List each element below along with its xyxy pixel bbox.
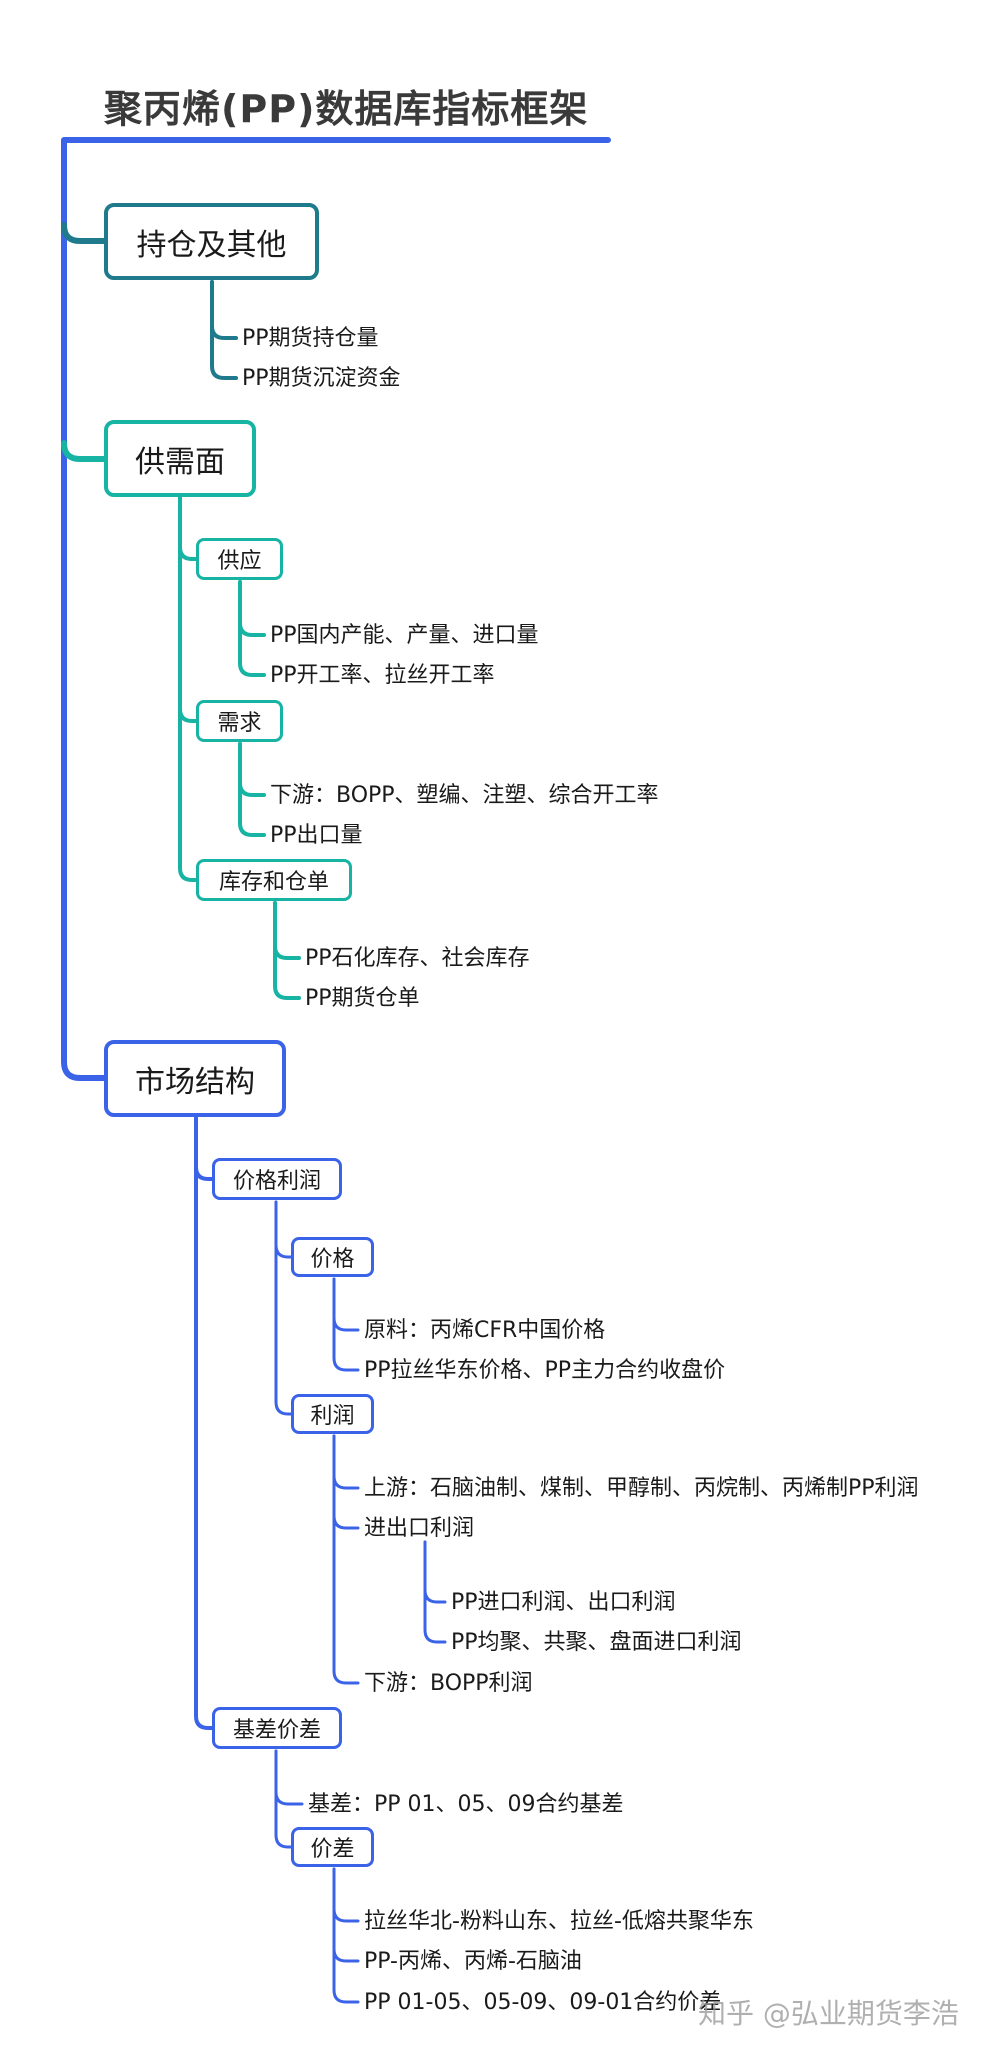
node-profit: 利润 [291, 1394, 374, 1434]
leaf-holding-2: PP期货沉淀资金 [242, 366, 401, 391]
market-to-price-profit [194, 1116, 214, 1181]
inventory-leaf-1 [273, 901, 301, 960]
node-demand: 需求 [196, 700, 283, 742]
ie-leaf-2 [423, 1540, 447, 1644]
main-trunk [61, 137, 611, 1081]
leaf-inventory-2: PP期货仓单 [305, 986, 420, 1011]
leaf-profit-downstream: 下游：BOPP利润 [364, 1671, 533, 1696]
node-supply-demand: 供需面 [104, 420, 256, 497]
profit-downstream [332, 1434, 360, 1685]
demand-leaf-2 [238, 742, 266, 837]
leaf-holding-1: PP期货持仓量 [242, 326, 379, 351]
holding-leaf-2 [210, 280, 238, 380]
sd-to-demand [178, 496, 198, 723]
leaf-price-2: PP拉丝华东价格、PP主力合约收盘价 [364, 1358, 726, 1383]
node-price: 价格 [291, 1237, 374, 1277]
leaf-inventory-1: PP石化库存、社会库存 [305, 946, 530, 971]
leaf-supply-1: PP国内产能、产量、进口量 [270, 623, 539, 648]
spread-leaf-3 [332, 1867, 360, 2004]
holding-leaf-1 [210, 280, 238, 340]
pp-to-profit [274, 1200, 293, 1416]
node-supply: 供应 [196, 538, 283, 580]
bs-to-basis [274, 1749, 304, 1806]
node-market-structure: 市场结构 [104, 1040, 286, 1117]
price-leaf-1 [332, 1277, 360, 1332]
profit-import-export [332, 1434, 360, 1530]
leaf-ie-1: PP进口利润、出口利润 [451, 1590, 676, 1615]
bs-to-spread [274, 1749, 293, 1849]
node-basis-spread: 基差价差 [212, 1707, 342, 1749]
market-to-basis-spread [194, 1116, 214, 1730]
node-spread: 价差 [291, 1827, 374, 1867]
node-holding: 持仓及其他 [104, 203, 319, 280]
demand-leaf-1 [238, 742, 266, 797]
leaf-spread-1: 拉丝华北-粉料山东、拉丝-低熔共聚华东 [364, 1909, 754, 1934]
sd-to-inventory [178, 496, 198, 882]
supply-leaf-2 [238, 580, 266, 677]
pp-to-price [274, 1200, 293, 1259]
page-title: 聚丙烯(PP)数据库指标框架 [104, 87, 589, 131]
leaf-ie-2: PP均聚、共聚、盘面进口利润 [451, 1630, 742, 1655]
branch-holding [61, 222, 107, 244]
price-leaf-2 [332, 1277, 360, 1372]
branch-supply-demand [61, 440, 107, 462]
profit-upstream [332, 1434, 360, 1490]
leaf-profit-upstream: 上游：石脑油制、煤制、甲醇制、丙烷制、丙烯制PP利润 [364, 1476, 919, 1501]
leaf-price-1: 原料：丙烯CFR中国价格 [364, 1318, 606, 1343]
leaf-spread-2: PP-丙烯、丙烯-石脑油 [364, 1949, 582, 1974]
sd-to-supply [178, 496, 198, 561]
spread-leaf-1 [332, 1867, 360, 1923]
node-price-profit: 价格利润 [212, 1158, 342, 1200]
leaf-spread-3: PP 01-05、05-09、09-01合约价差 [364, 1990, 722, 2015]
leaf-supply-2: PP开工率、拉丝开工率 [270, 663, 495, 688]
ie-leaf-1 [423, 1540, 447, 1604]
leaf-basis: 基差：PP 01、05、09合约基差 [308, 1792, 624, 1817]
supply-leaf-1 [238, 580, 266, 637]
leaf-demand-2: PP出口量 [270, 823, 363, 848]
inventory-leaf-2 [273, 901, 301, 1000]
spread-leaf-2 [332, 1867, 360, 1963]
leaf-profit-import-export: 进出口利润 [364, 1516, 475, 1541]
leaf-demand-1: 下游：BOPP、塑编、注塑、综合开工率 [270, 783, 659, 808]
watermark: 知乎 @弘业期货李浩 [698, 1997, 959, 2030]
node-inventory: 库存和仓单 [196, 859, 352, 901]
